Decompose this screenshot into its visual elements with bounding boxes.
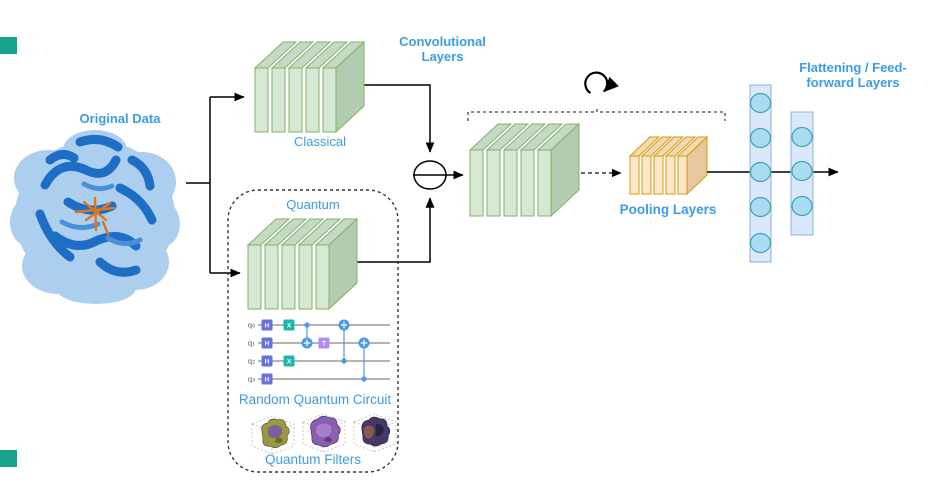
original-data-label: Original Data <box>79 111 161 126</box>
svg-text:H: H <box>265 359 270 366</box>
quantum-conv-block <box>246 217 359 311</box>
h-gates: H H H H <box>261 319 273 385</box>
ligand-sticks <box>74 196 116 236</box>
quantum-filter-3 <box>361 416 391 447</box>
feedforward-layer-2 <box>790 111 814 236</box>
quantum-filters-label: Quantum Filters <box>264 452 362 467</box>
cnot-q3-q1 <box>358 337 370 382</box>
random-quantum-circuit-label: Random Quantum Circuit <box>238 392 392 407</box>
quantum-filters <box>251 413 397 455</box>
convolutional-layers-label: Convolutional Layers <box>399 34 486 64</box>
quantum-label: Quantum <box>286 197 340 212</box>
qubit-label-0: q₀ <box>248 322 255 330</box>
x-gates: X X <box>283 319 295 367</box>
protein-image <box>10 130 180 304</box>
flattening-label: Flattening / Feed-forward Layers <box>799 60 907 90</box>
quantum-filter-2 <box>310 415 341 448</box>
svg-text:H: H <box>265 341 270 348</box>
flatten-layer-1 <box>749 84 772 263</box>
svg-text:X: X <box>287 359 292 366</box>
pooling-block <box>628 135 709 196</box>
quantum-group-box <box>227 189 399 473</box>
svg-text:T: T <box>322 341 326 348</box>
svg-text:X: X <box>287 323 292 330</box>
classical-to-plus <box>364 84 435 153</box>
recurrence-bracket <box>467 106 726 121</box>
quantum-filter-1 <box>261 418 290 449</box>
qubit-label-2: q₂ <box>248 358 255 366</box>
classical-label: Classical <box>293 134 346 149</box>
teal-square-top <box>0 37 17 54</box>
random-quantum-circuit: q₀ q₁ q₂ q₃ H H H H X X <box>248 319 390 385</box>
protein-ribbons <box>35 134 157 277</box>
classical-conv-block <box>253 40 366 134</box>
teal-square-bottom <box>0 450 17 467</box>
loop-icon <box>584 71 619 94</box>
merged-conv-block <box>468 122 581 218</box>
quantum-to-plus <box>357 197 435 263</box>
cnot-q2-q0 <box>338 319 350 364</box>
pooling-layers-label: Pooling Layers <box>619 202 717 217</box>
cnot-q0-q1 <box>301 322 313 349</box>
qubit-label-3: q₃ <box>248 376 255 384</box>
plus-combiner-icon <box>413 160 464 190</box>
svg-text:H: H <box>265 323 270 330</box>
t-gate: T <box>318 337 330 349</box>
svg-text:H: H <box>265 377 270 384</box>
qubit-label-1: q₁ <box>248 340 255 348</box>
